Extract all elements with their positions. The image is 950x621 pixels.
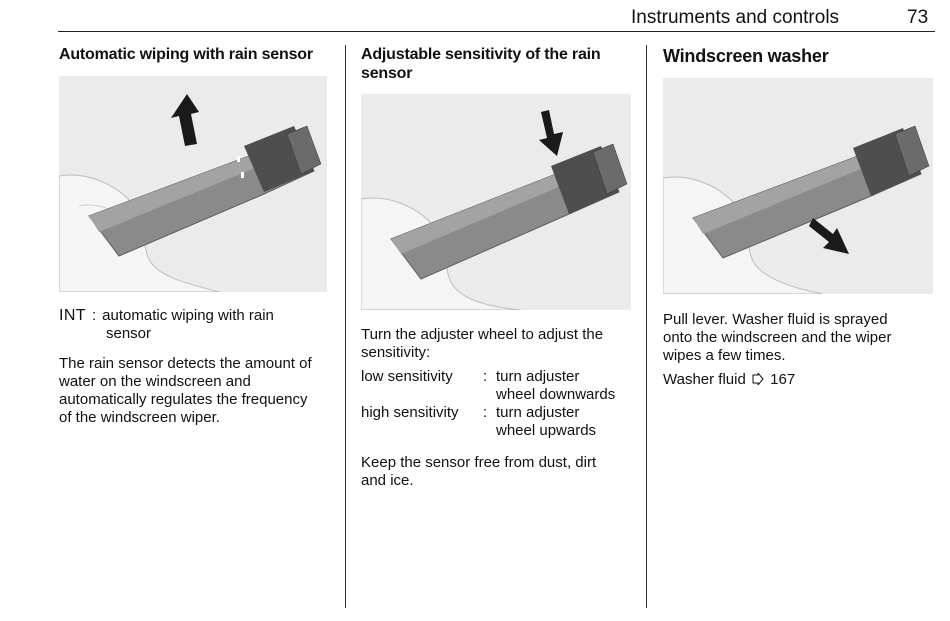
column-3: Windscreen washer bbox=[663, 45, 938, 67]
row-separator: : bbox=[483, 404, 488, 421]
column-1: Automatic wiping with rain sensor bbox=[59, 45, 337, 64]
heading-line: sensor bbox=[361, 65, 413, 82]
row-desc: turn adjuster wheel downwards bbox=[496, 368, 615, 404]
reference-page[interactable]: 167 bbox=[770, 371, 796, 388]
para-line: automatically regulates the frequency bbox=[59, 391, 308, 408]
table-row: low sensitivity : turn adjuster wheel do… bbox=[361, 368, 646, 404]
para-line: Turn the adjuster wheel to adjust the bbox=[361, 326, 604, 343]
row-term: low sensitivity bbox=[361, 368, 453, 385]
heading-automatic-wiping: Automatic wiping with rain sensor bbox=[59, 46, 313, 63]
row-desc-line: wheel downwards bbox=[496, 386, 616, 403]
header-rule bbox=[58, 31, 935, 32]
para-line: onto the windscreen and the wiper bbox=[663, 329, 892, 346]
term-separator: : bbox=[91, 307, 97, 324]
row-desc: turn adjuster wheel upwards bbox=[496, 404, 596, 440]
para-line: sensitivity: bbox=[361, 344, 431, 361]
column-divider-2 bbox=[646, 45, 647, 608]
para-line: Pull lever. Washer fluid is sprayed bbox=[663, 311, 888, 328]
heading-line: Adjustable sensitivity of the rain bbox=[361, 46, 601, 63]
row-desc-line: wheel upwards bbox=[496, 422, 597, 439]
term-int: INT bbox=[59, 307, 86, 324]
heading-windscreen-washer: Windscreen washer bbox=[663, 46, 829, 66]
table-row: high sensitivity : turn adjuster wheel u… bbox=[361, 404, 646, 440]
para-line: and ice. bbox=[361, 472, 414, 489]
reference-arrow-icon bbox=[752, 371, 764, 389]
para-line: water on the windscreen and bbox=[59, 373, 251, 390]
paragraph-intro: Turn the adjuster wheel to adjust the se… bbox=[361, 326, 641, 362]
cross-reference[interactable]: Washer fluid 167 bbox=[663, 371, 943, 389]
definition-int: INT : automatic wiping with rain sensor bbox=[59, 307, 339, 343]
term-desc-line1: automatic wiping with rain bbox=[102, 307, 274, 324]
page-number: 73 bbox=[907, 7, 929, 28]
heading-adjustable-sensitivity: Adjustable sensitivity of the rain senso… bbox=[361, 45, 641, 83]
paragraph-rain-sensor: The rain sensor detects the amount of wa… bbox=[59, 355, 344, 427]
para-line: of the windscreen wiper. bbox=[59, 409, 220, 426]
row-separator: : bbox=[483, 368, 488, 385]
figure-wiper-lever-pull bbox=[663, 78, 933, 294]
term-desc-line2: sensor bbox=[106, 325, 152, 342]
row-term: high sensitivity bbox=[361, 404, 459, 421]
row-desc-line: turn adjuster bbox=[496, 404, 580, 421]
paragraph-washer: Pull lever. Washer fluid is sprayed onto… bbox=[663, 311, 943, 365]
section-title: Instruments and controls bbox=[631, 7, 840, 28]
para-line: wipes a few times. bbox=[663, 347, 786, 364]
para-line: The rain sensor detects the amount of bbox=[59, 355, 312, 372]
row-desc-line: turn adjuster bbox=[496, 368, 580, 385]
reference-text: Washer fluid bbox=[663, 371, 746, 388]
paragraph-keep-free: Keep the sensor free from dust, dirt and… bbox=[361, 454, 641, 490]
figure-wiper-adjuster-wheel bbox=[361, 94, 631, 310]
column-divider-1 bbox=[345, 45, 346, 608]
column-2: Adjustable sensitivity of the rain senso… bbox=[361, 45, 641, 83]
para-line: Keep the sensor free from dust, dirt bbox=[361, 454, 597, 471]
figure-wiper-lever-up bbox=[59, 76, 327, 292]
sensitivity-table: low sensitivity : turn adjuster wheel do… bbox=[361, 368, 646, 440]
